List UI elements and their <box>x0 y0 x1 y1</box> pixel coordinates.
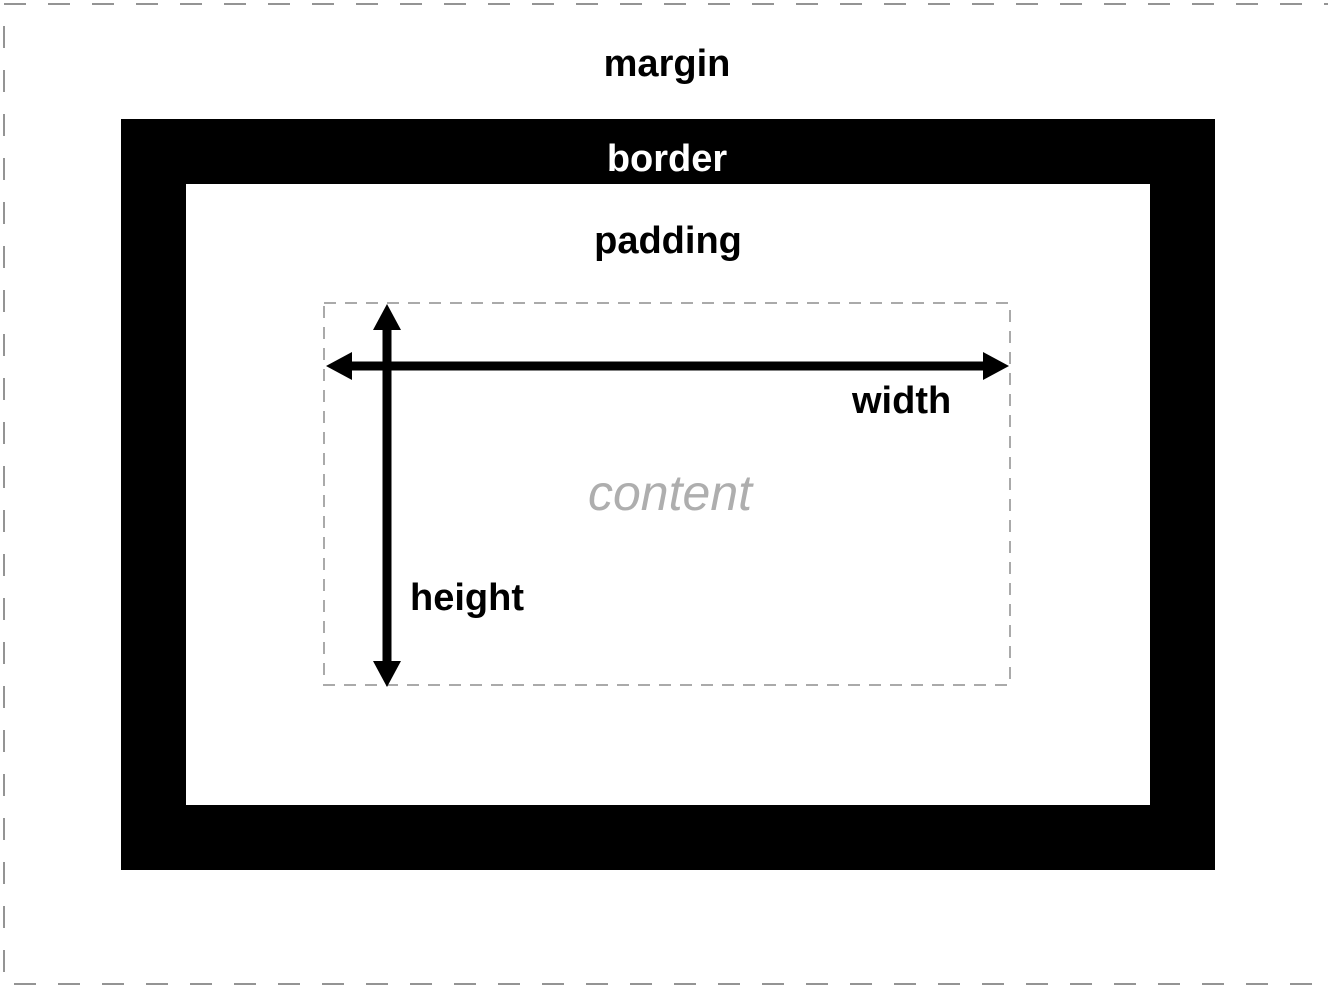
content-box-rect <box>323 302 1011 686</box>
height-arrow <box>373 304 401 687</box>
margin-label: margin <box>603 43 731 85</box>
padding-label: padding <box>594 220 742 262</box>
width-arrow-right-head-icon <box>983 352 1009 380</box>
border-box-rect <box>121 119 1215 870</box>
content-label: content <box>588 465 753 521</box>
width-label: width <box>852 380 952 422</box>
height-arrow-bottom-head-icon <box>373 661 401 687</box>
border-label: border <box>606 138 728 180</box>
width-arrow-left-head-icon <box>326 352 352 380</box>
height-arrow-top-head-icon <box>373 304 401 330</box>
height-label: height <box>410 577 524 619</box>
margin-boundary-rect <box>3 3 1328 985</box>
width-arrow <box>326 352 1009 380</box>
